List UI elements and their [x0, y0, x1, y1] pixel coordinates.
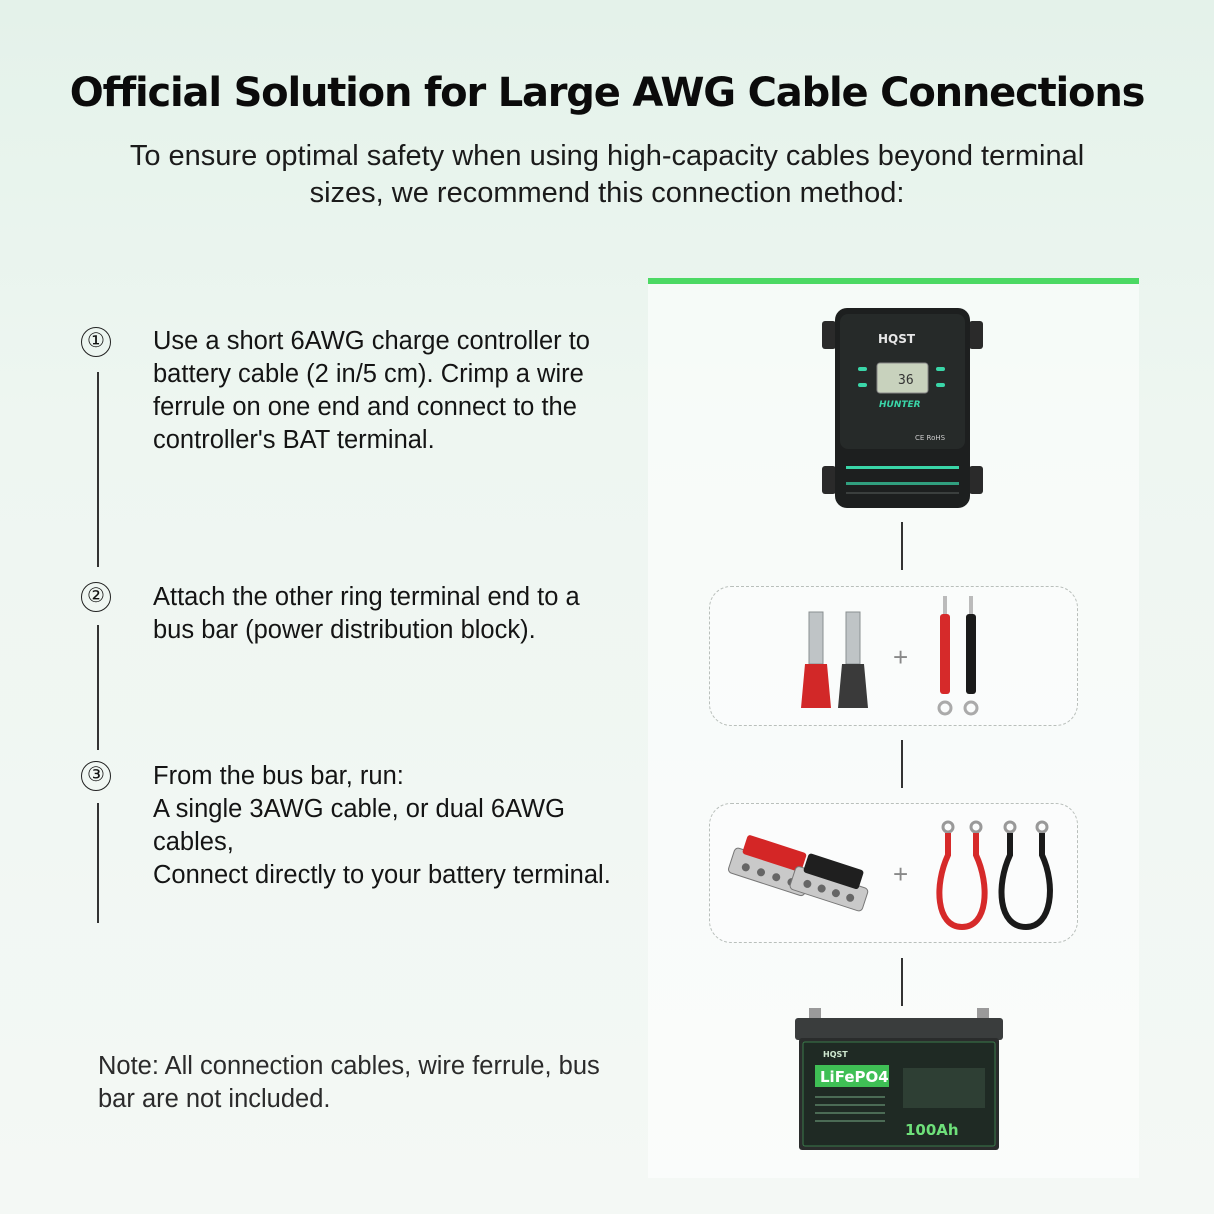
controller-display-value: 36	[898, 373, 914, 388]
controller-certification-label: CE RoHS	[915, 434, 946, 442]
battery-chemistry-label: LiFePO4	[820, 1068, 889, 1086]
panel-accent-bar	[648, 278, 1139, 284]
connector-line-1	[901, 522, 903, 570]
bus-bars-image	[728, 835, 869, 912]
step-3-connector-line	[97, 803, 99, 923]
step-2-connector-line	[97, 625, 99, 750]
step-1-number: ①	[81, 327, 111, 357]
lifepo4-battery-image: HQST LiFePO4 100Ah	[795, 1008, 1003, 1150]
plus-sign-1: +	[893, 642, 909, 672]
controller-brand-label: HQST	[878, 332, 916, 346]
page-title: Official Solution for Large AWG Cable Co…	[69, 70, 1146, 116]
short-cables-image	[937, 596, 979, 716]
battery-brand-label: HQST	[823, 1050, 848, 1059]
battery-capacity-label: 100Ah	[905, 1121, 959, 1139]
step-1-text: Use a short 6AWG charge controller to ba…	[153, 327, 590, 454]
note-text: Note: All connection cables, wire ferrul…	[98, 1052, 600, 1113]
page-subtitle: To ensure optimal safety when using high…	[129, 140, 1085, 209]
step-1-connector-line	[97, 372, 99, 567]
ferrule-cable-box	[709, 586, 1078, 726]
steps-list: ① Use a short 6AWG charge controller to …	[81, 327, 611, 923]
plus-sign-2: +	[893, 859, 909, 889]
step-2-text: Attach the other ring terminal end to a …	[153, 583, 580, 644]
step-3-number: ③	[81, 761, 111, 791]
connector-line-2	[901, 740, 903, 788]
connector-line-3	[901, 958, 903, 1006]
long-cables-image	[936, 820, 1053, 931]
step-3-text: From the bus bar, run: A single 3AWG cab…	[153, 762, 611, 889]
controller-model-label: HUNTER	[879, 400, 921, 410]
wire-ferrules-image	[801, 611, 868, 708]
charge-controller-image: HQST 36 HUNTER CE RoHS	[822, 308, 983, 508]
step-2-number: ②	[81, 582, 111, 612]
